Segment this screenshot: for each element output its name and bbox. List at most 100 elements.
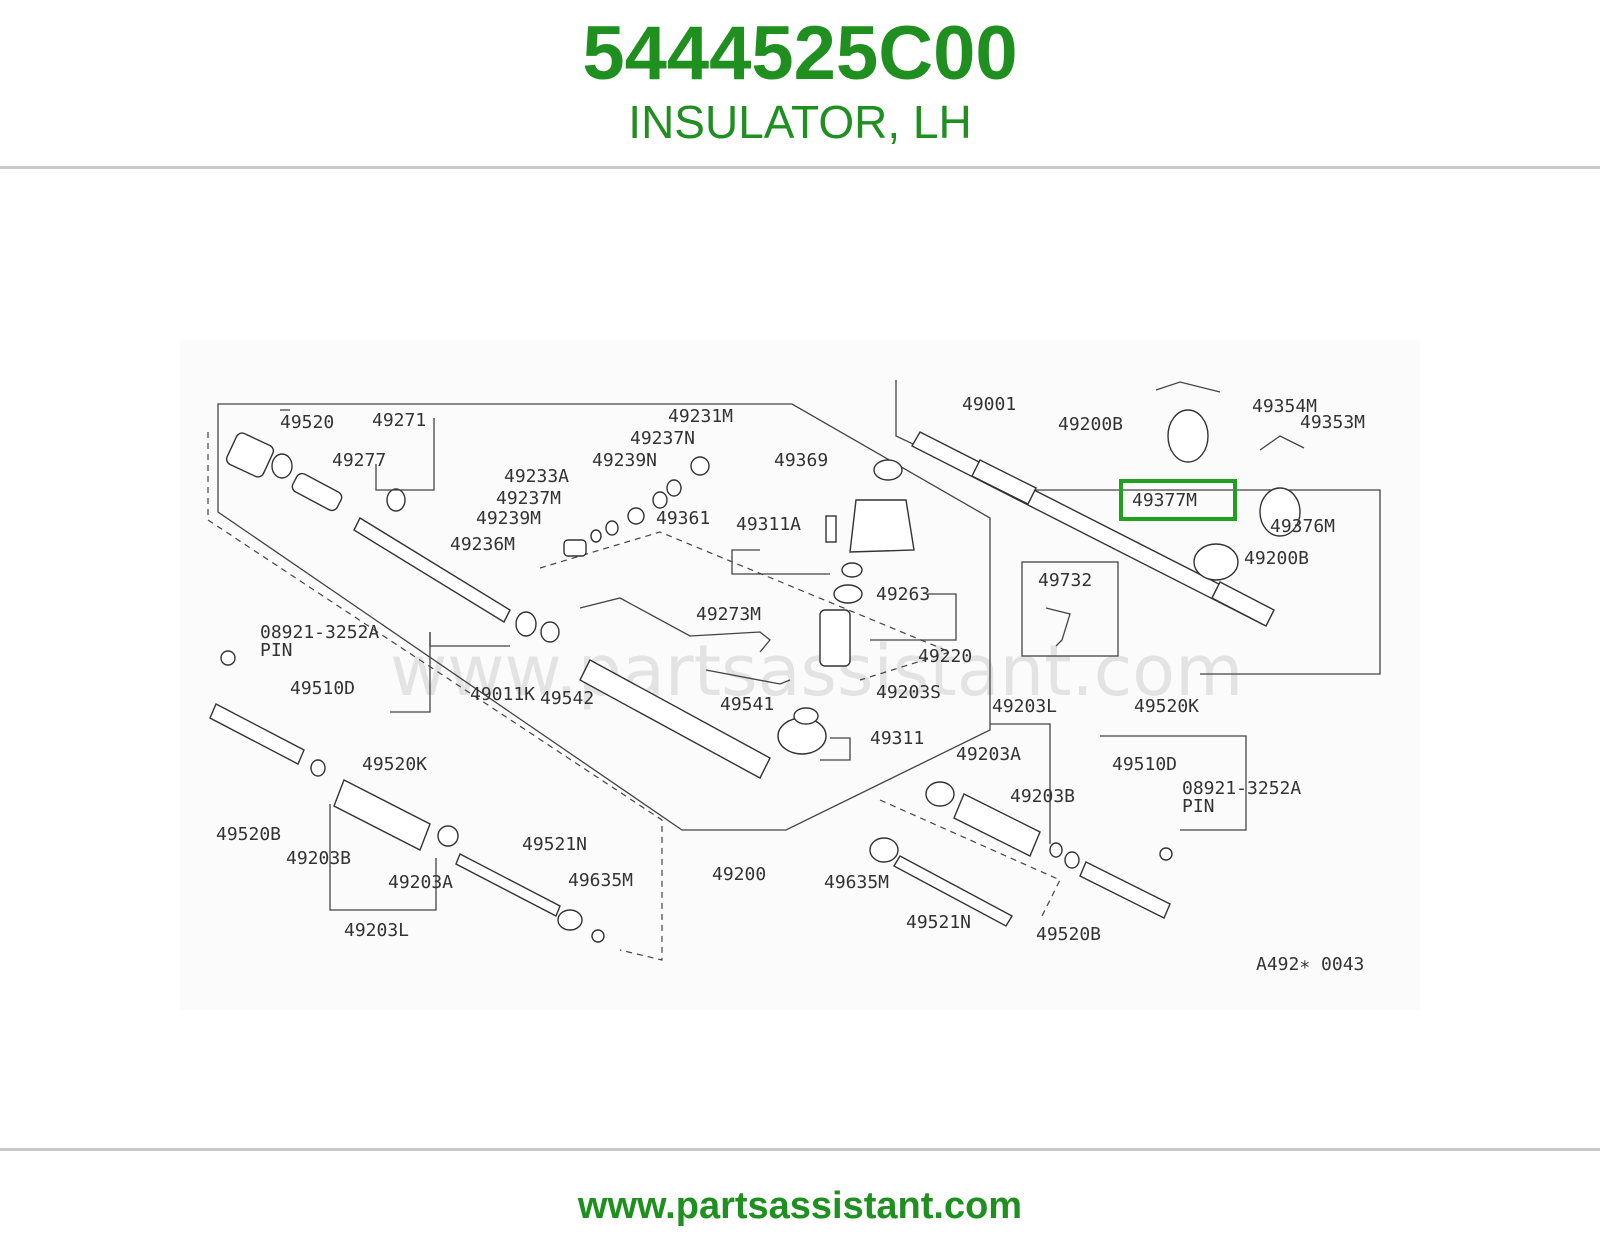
mid-dashed-frame — [539, 531, 952, 681]
label-49263: 49263 — [876, 584, 930, 605]
label-49353M: 49353M — [1300, 412, 1365, 433]
part-49236M — [563, 539, 587, 557]
label-49001: 49001 — [962, 394, 1016, 415]
label-49377M: 49377M — [1132, 490, 1197, 511]
label-49541: 49541 — [720, 694, 774, 715]
label-49376M: 49376M — [1270, 516, 1335, 537]
insulator-part-49377M — [1167, 409, 1209, 463]
gear-assembly-frame — [217, 403, 991, 831]
label-49239N: 49239N — [592, 450, 657, 471]
ring-part-49520B — [310, 759, 326, 777]
label-49237N: 49237N — [630, 428, 695, 449]
label-49520B-left: 49520B — [216, 824, 281, 845]
boot-part-49203B-right — [953, 793, 1041, 857]
bracket-line-49520K-left — [390, 632, 431, 713]
ring-part — [1049, 842, 1063, 858]
ring-part — [841, 562, 863, 578]
highlight-box — [1119, 479, 1237, 521]
nut-part — [220, 650, 236, 666]
boot-part-49520 — [225, 432, 275, 478]
bracket-line-49203L-left — [329, 804, 437, 911]
label-49521N-right: 49521N — [906, 912, 971, 933]
cap-part-49369 — [873, 459, 903, 481]
label-49311A: 49311A — [736, 514, 801, 535]
label-49236M: 49236M — [450, 534, 515, 555]
label-49200B-mid: 49200B — [1244, 548, 1309, 569]
label-49369: 49369 — [774, 450, 828, 471]
label-49271: 49271 — [372, 410, 426, 431]
left-dashed-frame — [207, 432, 663, 961]
bracket-line-49311 — [820, 737, 851, 761]
gear-housing-49200 — [579, 659, 771, 779]
ring-part — [271, 453, 293, 479]
label-49011K: 49011K — [470, 684, 535, 705]
label-49542: 49542 — [540, 688, 594, 709]
footer-divider — [0, 1148, 1600, 1151]
boot-part — [1211, 581, 1275, 627]
label-49361: 49361 — [656, 508, 710, 529]
label-49521N-left: 49521N — [522, 834, 587, 855]
label-49203B-left: 49203B — [286, 848, 351, 869]
inner-tie-rod-49521N — [455, 853, 561, 917]
label-49231M: 49231M — [668, 406, 733, 427]
seal-part-49263 — [833, 584, 863, 604]
seal-part-49231M — [690, 456, 710, 476]
header-divider — [0, 166, 1600, 169]
label-49520B-right: 49520B — [1036, 924, 1101, 945]
inset-box-49732 — [1021, 561, 1119, 657]
diagram-code: A492∗ 0043 — [1256, 954, 1364, 975]
label-49203B-right: 49203B — [1010, 786, 1075, 807]
bracket-line — [375, 418, 435, 491]
bracket-line-49311A — [731, 549, 830, 575]
tie-rod-end-49520K-right — [1079, 861, 1171, 919]
insulator-part-49376M — [1259, 487, 1301, 537]
clamp-part-49353M — [1259, 435, 1305, 451]
tie-rod-end-49520K — [209, 703, 305, 765]
seal-part-49239N — [652, 491, 668, 509]
ring-part — [515, 611, 537, 637]
valve-housing-part — [1193, 543, 1239, 581]
label-49200: 49200 — [712, 864, 766, 885]
rack-part-49271 — [353, 517, 511, 623]
footer-url-link[interactable]: www.partsassistant.com — [577, 1185, 1023, 1227]
label-49277: 49277 — [332, 450, 386, 471]
label-49239M: 49239M — [476, 508, 541, 529]
inner-tie-rod-49521N-right — [893, 855, 1013, 927]
bolt-part — [825, 515, 837, 543]
label-49635M-left: 49635M — [568, 870, 633, 891]
nut-part — [869, 837, 899, 863]
label-49203S: 49203S — [876, 682, 941, 703]
label-49220: 49220 — [918, 646, 972, 667]
label-pin-left: PIN — [260, 640, 293, 661]
ring-part — [386, 488, 406, 512]
label-49200B-top: 49200B — [1058, 414, 1123, 435]
label-49520: 49520 — [280, 412, 334, 433]
part-number-title: 5444525C00 — [582, 11, 1018, 96]
label-08921-left: 08921-3252A — [260, 622, 379, 643]
nut-part — [557, 909, 583, 931]
label-49203A-right: 49203A — [956, 744, 1021, 765]
label-08921-right: 08921-3252A — [1182, 778, 1301, 799]
diagram-svg: www.partsassistant.com — [207, 380, 1381, 975]
label-49732: 49732 — [1038, 570, 1092, 591]
bracket-part-49732 — [1045, 607, 1071, 647]
seal-part-49203S — [793, 707, 819, 725]
clamp-part-49203A-right — [925, 781, 955, 807]
pipe-part-49273M — [579, 597, 771, 653]
boot-part — [971, 459, 1037, 505]
ring-part-49520B-right — [1064, 851, 1080, 869]
bushing-part-49277 — [291, 472, 343, 512]
pipe-part-49541 — [705, 669, 791, 685]
bearing-part-49233A — [627, 507, 645, 525]
label-49311: 49311 — [870, 728, 924, 749]
watermark-text: www.partsassistant.com — [390, 630, 1243, 712]
seal-part-49237N — [666, 479, 682, 497]
clamp-part-49203A — [437, 825, 459, 847]
label-49510D-right: 49510D — [1112, 754, 1177, 775]
ring-part — [540, 621, 560, 643]
label-49273M: 49273M — [696, 604, 761, 625]
seal-part-49237M — [605, 520, 619, 536]
housing-part-49311A — [849, 499, 915, 553]
seal-part-49239M — [590, 529, 602, 543]
steering-gear-diagram: www.partsassistant.com — [180, 340, 1420, 1010]
